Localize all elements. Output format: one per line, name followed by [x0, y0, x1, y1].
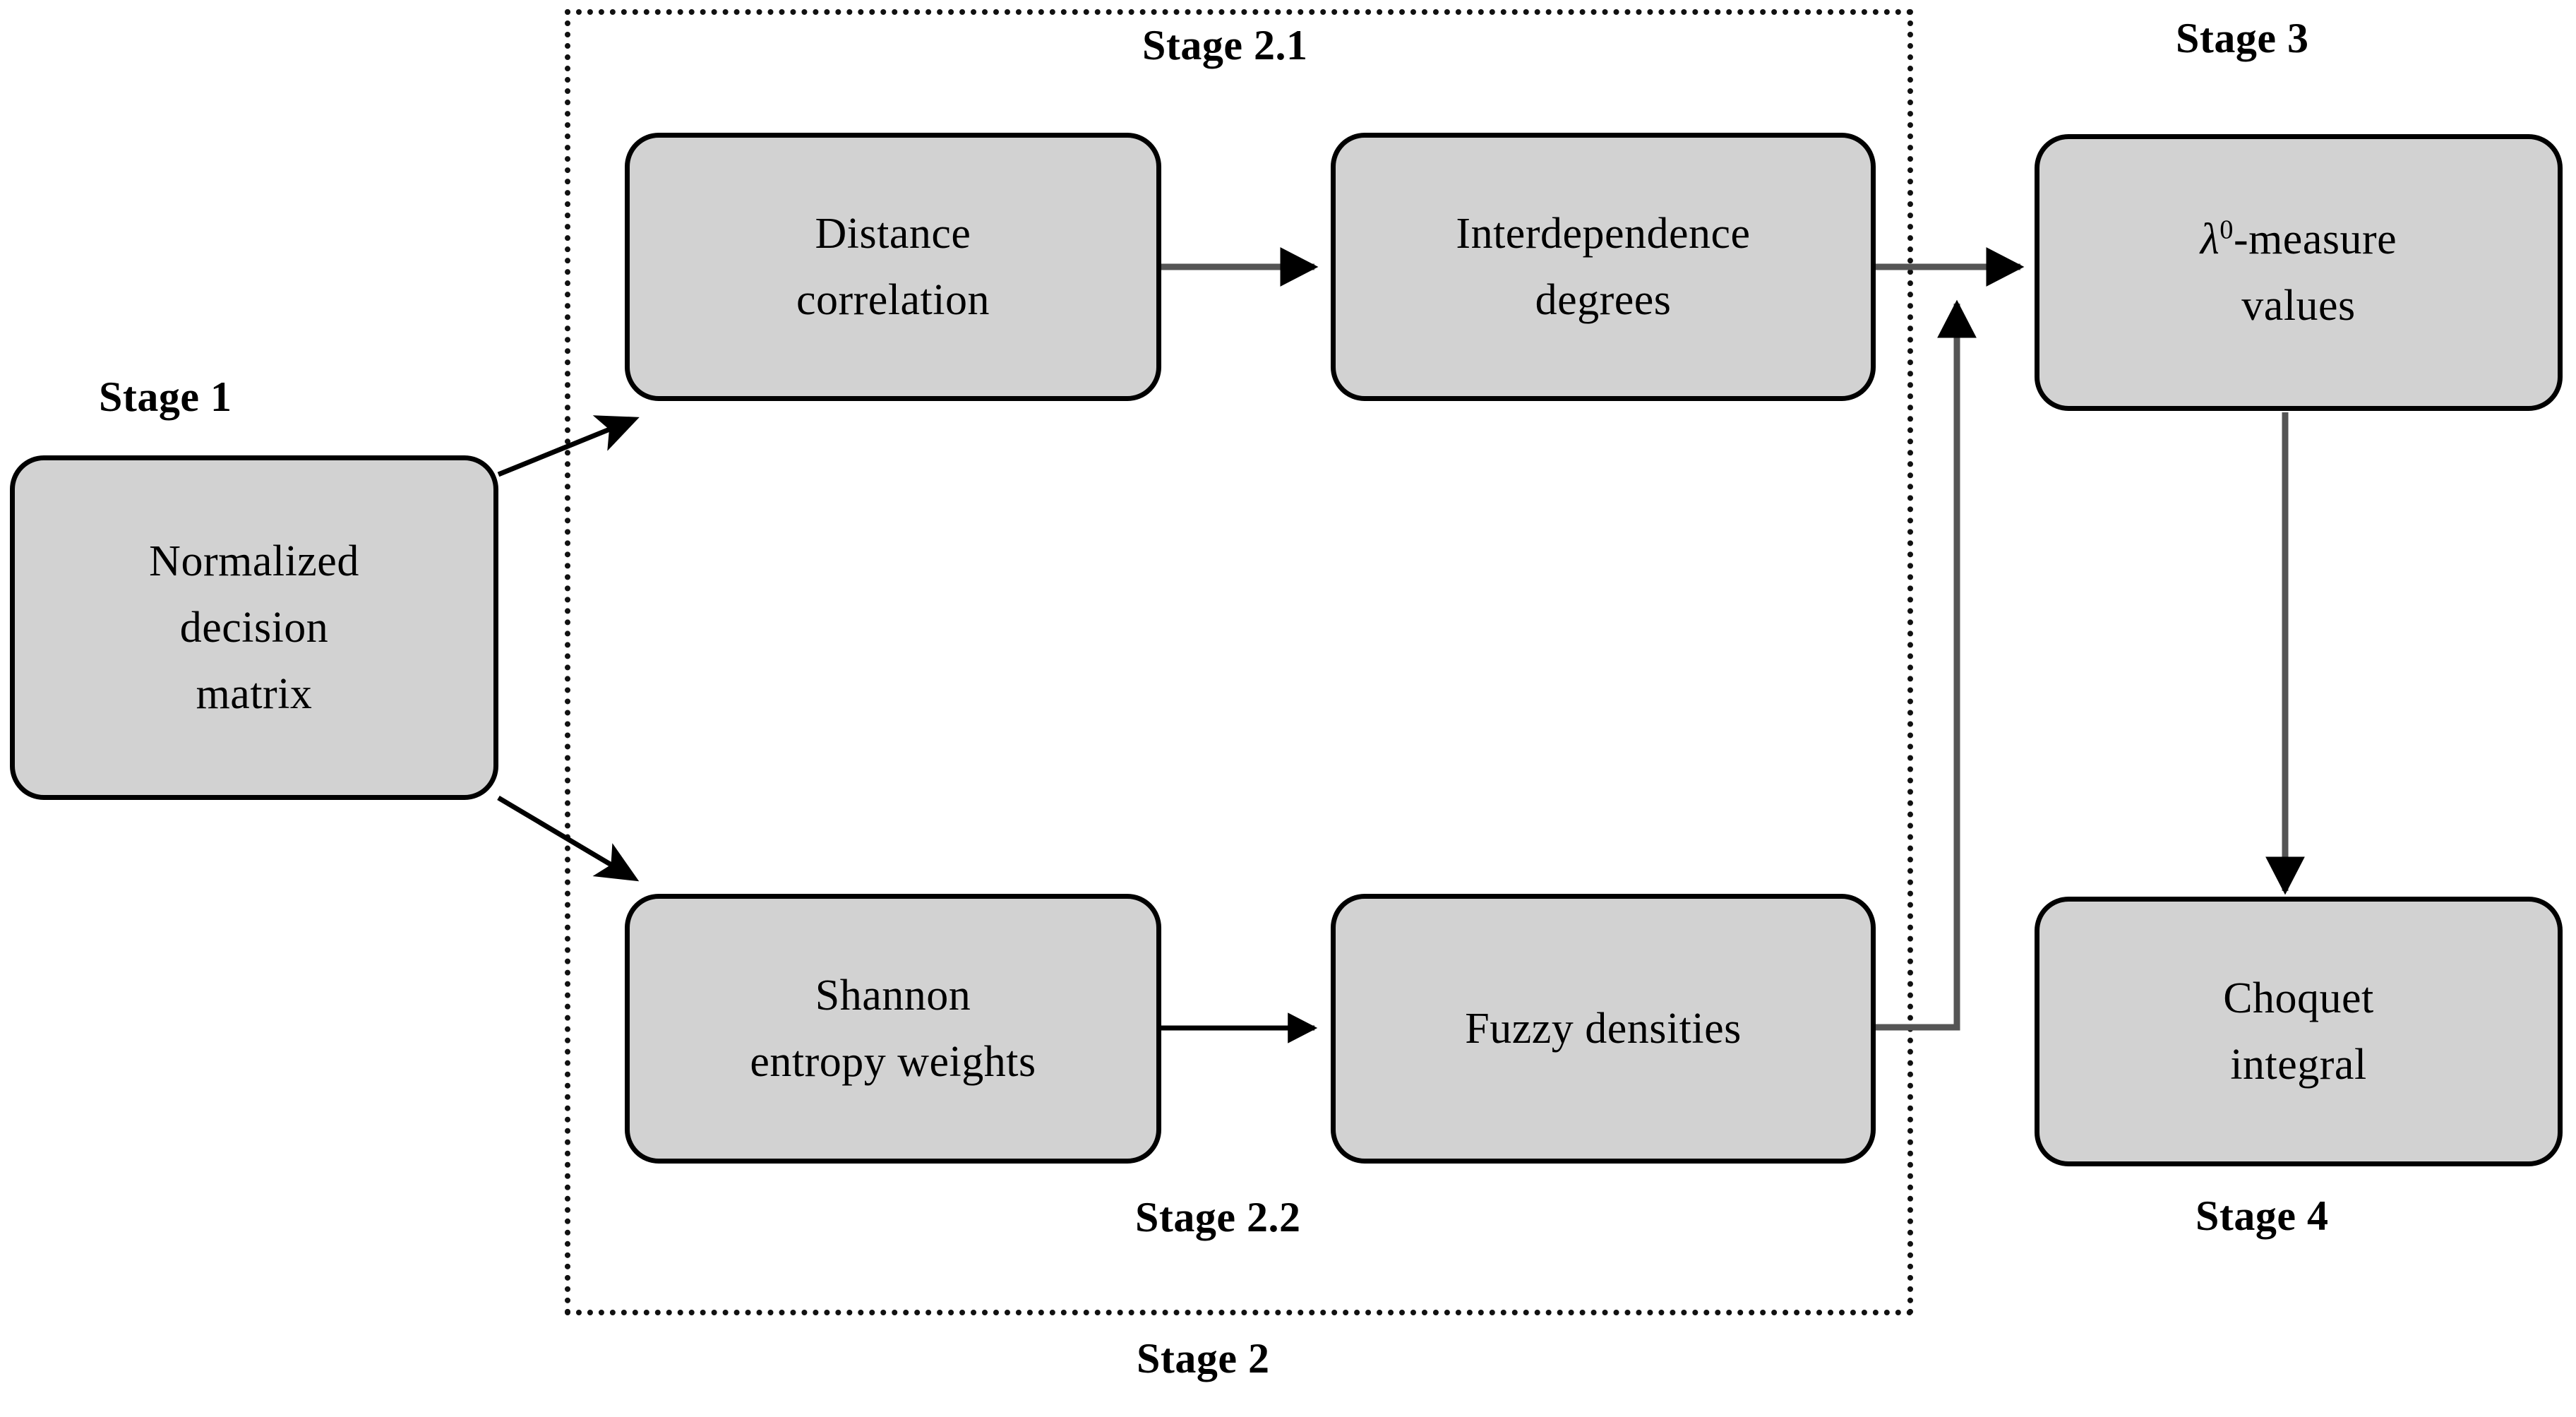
- stage-2-1-label: Stage 2.1: [1142, 22, 1308, 68]
- node-lambda-measure-values[interactable]: λ0-measure values: [2035, 134, 2563, 411]
- node-line: entropy weights: [750, 1038, 1036, 1086]
- node-line: values: [2241, 282, 2356, 330]
- node-line: Normalized: [149, 537, 359, 585]
- stage-1-label: Stage 1: [99, 373, 232, 420]
- node-line: integral: [2230, 1041, 2367, 1089]
- node-fuzzy-densities[interactable]: Fuzzy densities: [1331, 894, 1876, 1164]
- node-line: correlation: [796, 276, 990, 324]
- lambda-suffix: -measure: [2233, 215, 2397, 263]
- lambda-superscript: 0: [2219, 215, 2234, 245]
- connector-fuzzy-densities-to-lambda-measure: [1874, 299, 1977, 1031]
- node-line: decision: [179, 603, 329, 652]
- connector-matrix-to-distance-correlation: [497, 415, 640, 477]
- lambda-symbol: λ: [2200, 215, 2220, 263]
- node-distance-correlation[interactable]: Distance correlation: [625, 133, 1161, 401]
- node-choquet-integral[interactable]: Choquet integral: [2035, 897, 2563, 1166]
- node-line-lambda-measure: λ0-measure: [2200, 206, 2397, 273]
- stage-3-label: Stage 3: [2176, 15, 2309, 61]
- node-normalized-decision-matrix[interactable]: Normalized decision matrix: [10, 455, 498, 800]
- stage-2-label: Stage 2: [1137, 1335, 1270, 1382]
- stage-2-2-label: Stage 2.2: [1135, 1194, 1301, 1240]
- node-line: Interdependence: [1456, 209, 1751, 258]
- node-shannon-entropy-weights[interactable]: Shannon entropy weights: [625, 894, 1161, 1164]
- node-line: degrees: [1535, 276, 1672, 324]
- node-line: Shannon: [815, 971, 971, 1020]
- node-line: Fuzzy densities: [1465, 1004, 1742, 1053]
- node-interdependence-degrees[interactable]: Interdependence degrees: [1331, 133, 1876, 401]
- node-line: Distance: [815, 209, 971, 258]
- connector-matrix-to-shannon-entropy: [497, 795, 640, 882]
- node-line: Choquet: [2223, 974, 2374, 1022]
- stage-4-label: Stage 4: [2195, 1192, 2329, 1239]
- node-line: matrix: [196, 670, 313, 719]
